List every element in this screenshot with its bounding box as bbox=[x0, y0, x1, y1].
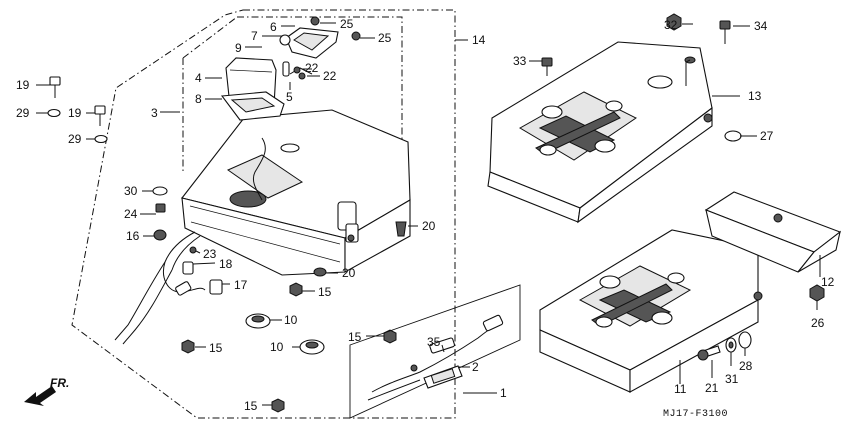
callout-25-b: 25 bbox=[378, 31, 392, 45]
callout-25-a: 25 bbox=[340, 17, 354, 31]
direction-label: FR. bbox=[50, 376, 69, 390]
left-hardware bbox=[47, 76, 407, 413]
callout-14: 14 bbox=[472, 33, 486, 47]
seat-pad-lower bbox=[539, 191, 842, 393]
callout-32: 32 bbox=[664, 18, 678, 32]
callout-7: 7 bbox=[251, 29, 258, 43]
callout-10-upper: 10 bbox=[284, 313, 298, 327]
leader-lines bbox=[36, 22, 821, 406]
callout-30: 30 bbox=[124, 184, 138, 198]
callout-18: 18 bbox=[219, 257, 233, 271]
callout-34: 34 bbox=[754, 19, 768, 33]
callout-23: 23 bbox=[203, 247, 217, 261]
callout-20-b: 20 bbox=[342, 266, 356, 280]
callout-2: 2 bbox=[472, 360, 479, 374]
callout-31: 31 bbox=[725, 372, 739, 386]
callout-15-d: 15 bbox=[348, 330, 362, 344]
callout-29-b: 29 bbox=[68, 132, 82, 146]
callout-33: 33 bbox=[513, 54, 527, 68]
callout-22-a: 22 bbox=[305, 61, 319, 75]
lamp-assembly bbox=[220, 16, 361, 121]
callout-13: 13 bbox=[748, 89, 762, 103]
callout-19-b: 19 bbox=[68, 106, 82, 120]
callout-8: 8 bbox=[195, 92, 202, 106]
callout-27: 27 bbox=[760, 129, 774, 143]
front-direction-arrow-icon bbox=[24, 386, 56, 406]
callout-9: 9 bbox=[235, 41, 242, 55]
switch-subassembly bbox=[349, 284, 521, 419]
callout-17: 17 bbox=[234, 278, 248, 292]
callout-11: 11 bbox=[674, 382, 687, 396]
callout-15-a: 15 bbox=[318, 285, 332, 299]
callout-10-lower: 10 bbox=[270, 340, 284, 354]
callout-1: 1 bbox=[500, 386, 507, 400]
callout-35: 35 bbox=[427, 335, 441, 349]
callout-19-a: 19 bbox=[16, 78, 30, 92]
callout-6: 6 bbox=[270, 20, 277, 34]
callout-29-a: 29 bbox=[16, 106, 30, 120]
callout-26: 26 bbox=[811, 316, 825, 330]
callout-24: 24 bbox=[124, 207, 138, 221]
callout-5: 5 bbox=[286, 90, 293, 104]
callout-3: 3 bbox=[151, 106, 158, 120]
callout-4: 4 bbox=[195, 71, 202, 85]
callout-16: 16 bbox=[126, 229, 140, 243]
callout-21: 21 bbox=[705, 381, 719, 395]
callout-28: 28 bbox=[739, 359, 753, 373]
callout-15-c: 15 bbox=[244, 399, 258, 413]
callout-12: 12 bbox=[821, 275, 835, 289]
callout-15-b: 15 bbox=[209, 341, 223, 355]
diagram-code: MJ17-F3100 bbox=[663, 409, 728, 420]
seat-pad-upper bbox=[487, 13, 742, 224]
callout-20-a: 20 bbox=[422, 219, 436, 233]
callout-labels: 1 2 3 4 5 6 7 8 9 10 10 11 12 13 14 15 1… bbox=[16, 17, 835, 420]
storage-case bbox=[181, 109, 411, 276]
callout-22-b: 22 bbox=[323, 69, 337, 83]
